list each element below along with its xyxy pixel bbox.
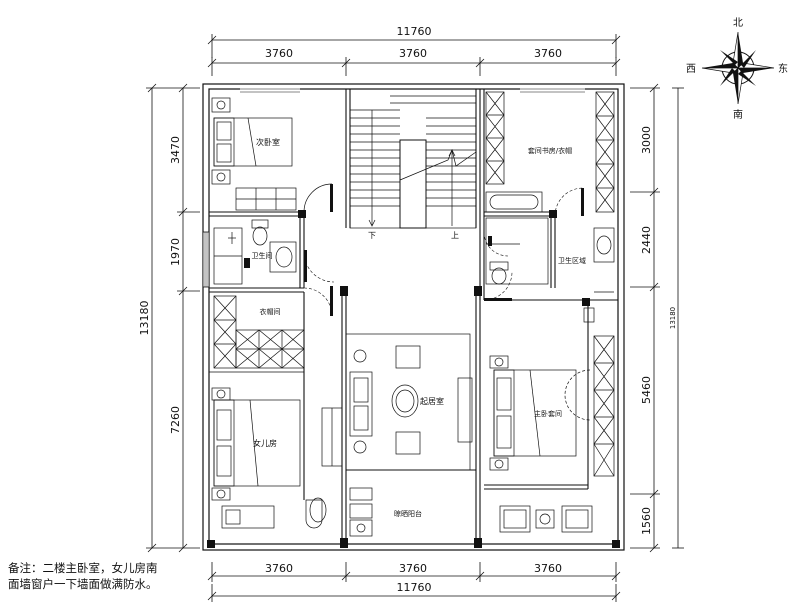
dim-bottom-seg-3: 3760 <box>534 562 562 575</box>
door-leaves <box>304 188 584 316</box>
compass-north: 北 <box>733 17 743 29</box>
stair-down-label: 下 <box>368 231 376 240</box>
structural-columns <box>298 210 590 548</box>
left-bathroom <box>213 219 297 285</box>
dim-left-seg-1: 3470 <box>169 136 182 164</box>
door-leaf-secondary <box>330 184 333 212</box>
dim-right-seg-1: 3000 <box>640 126 653 154</box>
room-bath-area: 卫生区域 <box>558 256 586 265</box>
dim-top-total: 11760 <box>397 25 432 38</box>
dim-bottom-seg-2: 3760 <box>399 562 427 575</box>
dim-top-seg-1: 3760 <box>265 47 293 60</box>
room-study-wardrobe: 套间书房/衣帽 <box>528 146 572 155</box>
dim-right-total: 13180 <box>669 307 677 329</box>
compass-south: 南 <box>733 108 743 121</box>
dim-top-seg-3: 3760 <box>534 47 562 60</box>
daughter-room <box>211 387 343 529</box>
dimension-lines <box>146 34 684 602</box>
right-bath-area <box>485 217 615 323</box>
dim-left-seg-2: 1970 <box>169 238 182 266</box>
compass-rose-icon: 北 南 东 西 <box>686 17 788 121</box>
dim-right-seg-2: 2440 <box>640 226 653 254</box>
living-room <box>345 333 473 537</box>
design-note-line-2: 面墙窗户一下墙面做满防水。 <box>8 577 158 591</box>
room-wardrobe-left: 衣帽间 <box>260 307 281 316</box>
room-secondary-bedroom: 次卧室 <box>256 137 280 147</box>
room-living: 起居室 <box>420 396 444 406</box>
dim-bottom-seg-1: 3760 <box>265 562 293 575</box>
dim-right-seg-4: 1560 <box>640 507 653 535</box>
room-master-suite: 主卧套间 <box>534 409 562 418</box>
design-note-line-1: 备注：二楼主卧室，女儿房南 <box>8 561 158 575</box>
study-wardrobe-room <box>485 91 615 213</box>
left-wardrobe <box>209 295 305 373</box>
master-suite <box>489 335 615 533</box>
compass-east: 东 <box>778 62 788 75</box>
right-bath-fixture <box>488 236 492 246</box>
dimension-labels: 11760 3760 3760 3760 3760 3760 3760 1176… <box>138 25 677 594</box>
compass-west: 西 <box>686 64 696 75</box>
dim-top-seg-2: 3760 <box>399 47 427 60</box>
secondary-bedroom <box>211 97 333 213</box>
staircase <box>349 88 477 229</box>
room-balcony: 晾晒阳台 <box>394 509 422 518</box>
bath-fixture <box>244 258 250 268</box>
dim-right-seg-3: 5460 <box>640 376 653 404</box>
room-daughter: 女儿房 <box>253 438 277 448</box>
dim-left-total: 13180 <box>138 301 151 336</box>
dim-left-seg-3: 7260 <box>169 406 182 434</box>
bottom-columns <box>207 540 620 548</box>
dim-bottom-total: 11760 <box>397 581 432 594</box>
room-bathroom-left: 卫生间 <box>252 251 273 260</box>
design-note: 备注：二楼主卧室，女儿房南 面墙窗户一下墙面做满防水。 <box>8 560 208 592</box>
stair-up-label: 上 <box>451 231 459 240</box>
